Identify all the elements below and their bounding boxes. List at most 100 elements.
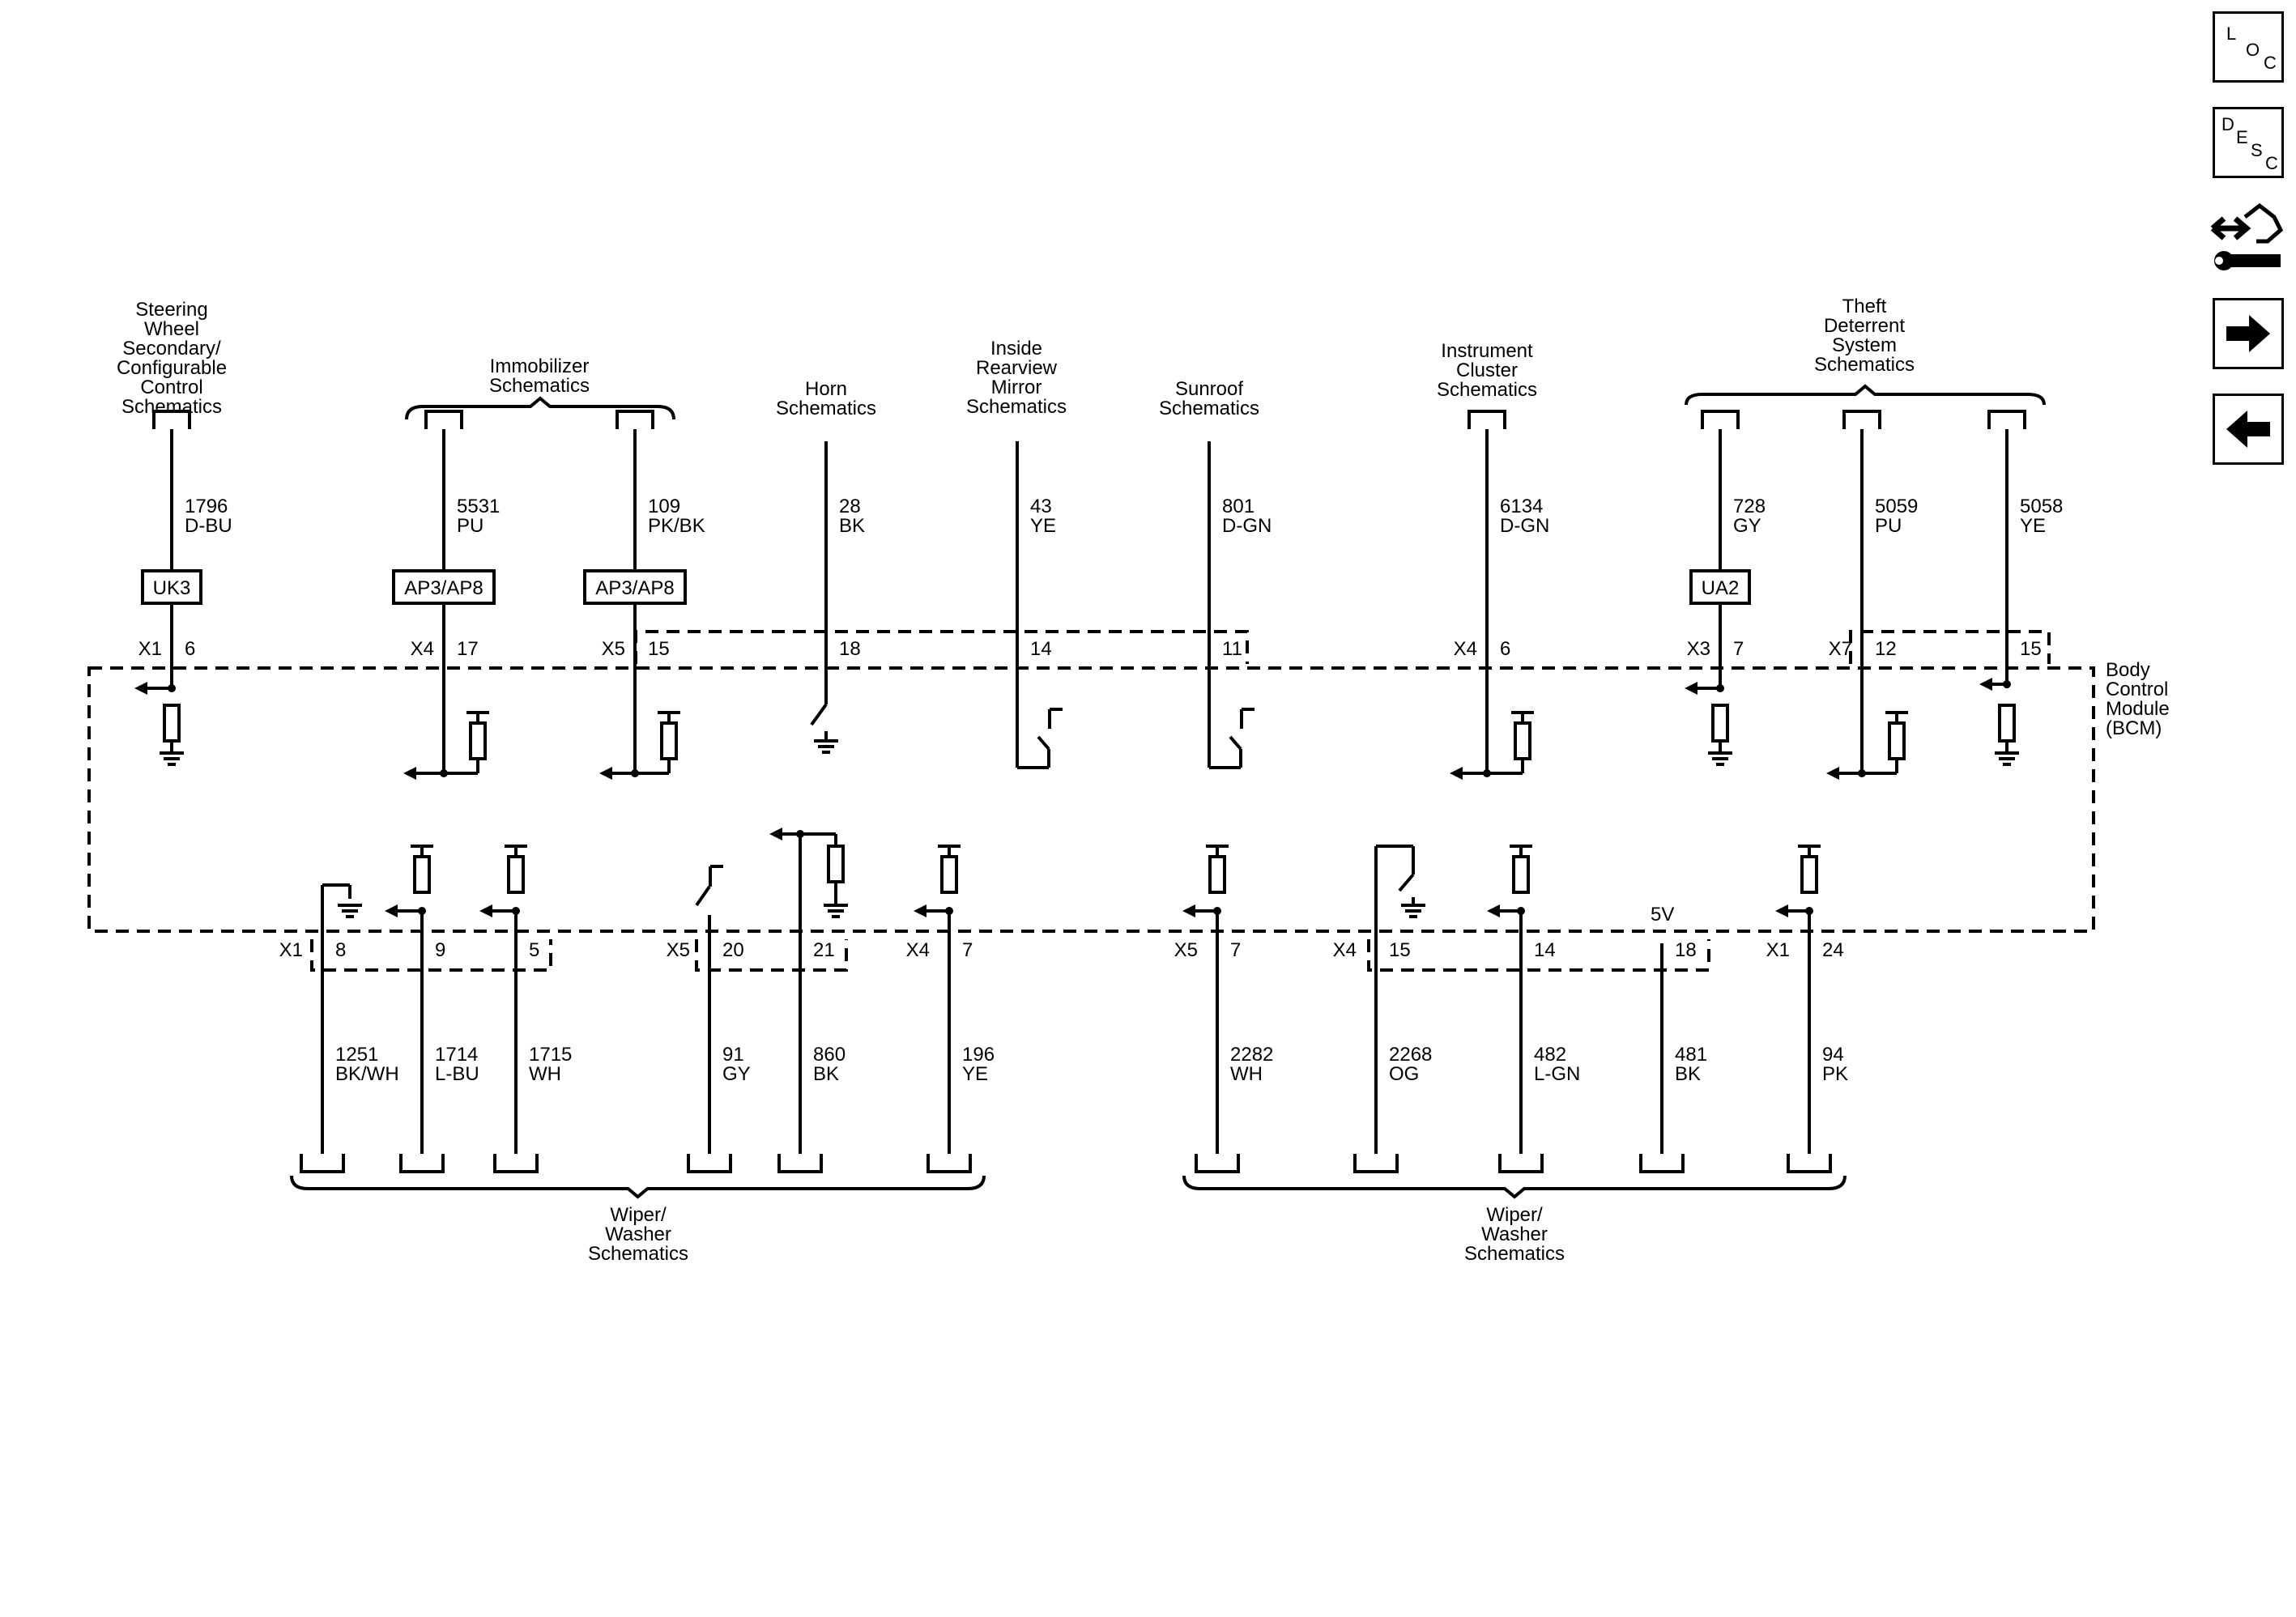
horn-header: Schematics [776, 398, 876, 419]
arrow-left-icon [2226, 411, 2270, 448]
connector-symbol [1701, 410, 1740, 429]
resistor-symbol [660, 721, 678, 760]
mirror-header: Inside [990, 338, 1042, 360]
resistor-symbol [1998, 704, 2016, 743]
splice-dot [440, 769, 448, 777]
circuit-color: YE [2020, 515, 2046, 537]
cluster-header: Schematics [1437, 379, 1537, 401]
theft-header: Theft [1842, 296, 1887, 317]
circuit-number: 1796 [185, 496, 228, 517]
connector-symbol [1842, 410, 1881, 429]
circuit-number: 196 [962, 1044, 995, 1066]
loc-letter-c: C [2264, 53, 2277, 73]
splice-dot [418, 907, 426, 915]
connector-id: X7 [1829, 638, 1852, 660]
steering-header: Configurable [117, 357, 227, 379]
dashed-connector [310, 939, 552, 972]
resistor-symbol [163, 704, 181, 743]
sunroof-header: Sunroof [1175, 378, 1243, 400]
harness-bracket [405, 396, 675, 420]
connector-id: X1 [138, 638, 162, 660]
resistor-symbol [1512, 855, 1530, 894]
circuit-number: 728 [1733, 496, 1766, 517]
desc-letter-c: C [2265, 153, 2278, 173]
splice-dot [2003, 680, 2011, 688]
wire [810, 703, 828, 726]
pin-number: 6 [1500, 638, 1510, 660]
pin-number: 15 [1389, 939, 1411, 961]
circuit-color: BK/WH [335, 1063, 399, 1085]
arrow-left-symbol [1685, 682, 1698, 695]
connector-repair-icon[interactable] [2209, 201, 2287, 279]
connector-symbol [152, 410, 191, 429]
connector-symbol [616, 410, 654, 429]
harness-bracket [290, 1175, 986, 1199]
circuit-color: BK [813, 1063, 839, 1085]
arrow-left-symbol [1487, 904, 1500, 917]
splice-dot [945, 907, 953, 915]
dashed-connector [695, 939, 848, 972]
circuit-color: D-BU [185, 515, 232, 537]
circuit-number: 1251 [335, 1044, 378, 1066]
pin-number: 14 [1534, 939, 1556, 961]
harness-bracket [1182, 1175, 1847, 1199]
circuit-number: 482 [1534, 1044, 1566, 1066]
wiper-right-header: Washer [1481, 1223, 1548, 1245]
arrow-left-symbol [1979, 678, 1992, 691]
wiper-left-header: Washer [605, 1223, 671, 1245]
resistor-symbol [507, 855, 525, 894]
circuit-number: 801 [1222, 496, 1254, 517]
pin-number: 18 [1675, 939, 1697, 961]
circuit-color: WH [529, 1063, 561, 1085]
wiper-left-header: Schematics [588, 1243, 688, 1265]
description-button[interactable]: D E S C [2213, 107, 2284, 178]
wiper-right-header: Wiper/ [1486, 1204, 1543, 1226]
circuit-color: YE [1030, 515, 1056, 537]
splice-dot [1716, 684, 1724, 692]
dashed-connector [634, 630, 1249, 664]
pin-number: 17 [457, 638, 479, 660]
splice-dot [512, 907, 520, 915]
circuit-color: OG [1389, 1063, 1419, 1085]
pin-number: 8 [335, 939, 346, 961]
pin-number: 24 [1822, 939, 1844, 961]
circuit-number: 109 [648, 496, 680, 517]
connector-symbol [300, 1154, 345, 1173]
circuit-color: GY [1733, 515, 1761, 537]
circuit-number: 2268 [1389, 1044, 1432, 1066]
pin-number: 5 [529, 939, 539, 961]
bcm-label: Module [2106, 698, 2170, 720]
pin-number: 7 [1733, 638, 1744, 660]
circuit-number: 5059 [1875, 496, 1918, 517]
bcm-label: Body [2106, 659, 2150, 681]
circuit-color: YE [962, 1063, 988, 1085]
splice-dot [168, 684, 176, 692]
wire [695, 885, 711, 907]
circuit-color: L-BU [435, 1063, 479, 1085]
circuit-number: 94 [1822, 1044, 1844, 1066]
resistor-symbol [1208, 855, 1226, 894]
circuit-color: PU [457, 515, 483, 537]
circuit-number: 1715 [529, 1044, 572, 1066]
dashed-connector [1367, 939, 1710, 972]
desc-letter-d: D [2221, 114, 2234, 134]
pin-number: 11 [1222, 638, 1242, 660]
location-button[interactable]: L O C [2213, 11, 2284, 83]
mirror-header: Schematics [966, 396, 1067, 418]
connector-id: X4 [1333, 939, 1357, 961]
previous-page-button[interactable] [2213, 394, 2284, 465]
component-box-label: UA2 [1702, 577, 1740, 599]
immobilizer-header: Schematics [489, 375, 590, 397]
bcm-boundary [87, 666, 2095, 933]
splice-dot [1517, 907, 1525, 915]
component-box-label: AP3/AP8 [595, 577, 674, 599]
circuit-color: PK [1822, 1063, 1848, 1085]
circuit-number: 481 [1675, 1044, 1707, 1066]
resistor-symbol [1888, 721, 1906, 760]
next-page-button[interactable] [2213, 298, 2284, 369]
arrow-left-symbol [1182, 904, 1195, 917]
splice-dot [1213, 907, 1221, 915]
steering-header: Secondary/ [122, 338, 221, 360]
desc-letter-e: E [2236, 127, 2248, 147]
theft-header: System [1832, 334, 1897, 356]
